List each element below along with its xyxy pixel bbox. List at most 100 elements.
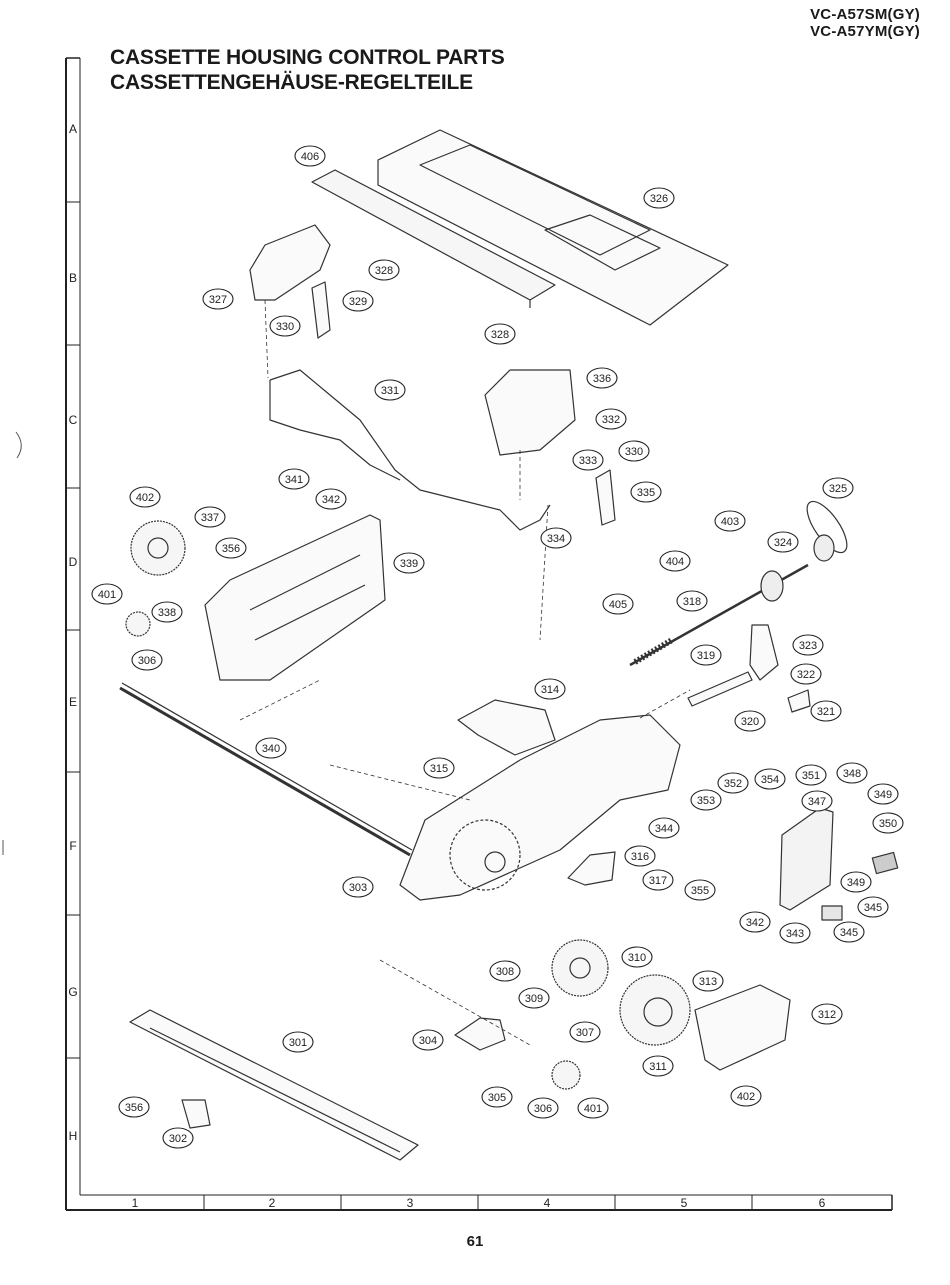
callout-number: 306 <box>138 655 156 667</box>
callout-number: 342 <box>322 494 340 506</box>
model-number-2: VC-A57YM(GY) <box>810 23 920 40</box>
callout-329: 329 <box>342 290 374 312</box>
callout-301: 301 <box>282 1031 314 1053</box>
callout-bubble <box>690 644 722 666</box>
callout-number: 401 <box>584 1103 602 1115</box>
callout-number: 337 <box>201 512 219 524</box>
callout-number: 326 <box>650 193 668 205</box>
callout-bubble <box>624 845 656 867</box>
callout-403: 403 <box>714 510 746 532</box>
callout-352: 352 <box>717 772 749 794</box>
callout-bubble <box>215 537 247 559</box>
callout-bubble <box>255 737 287 759</box>
callout-number: 401 <box>98 589 116 601</box>
part-314-bracket <box>457 699 556 756</box>
callout-310: 310 <box>621 946 653 968</box>
callout-number: 330 <box>625 446 643 458</box>
callout-number: 335 <box>637 487 655 499</box>
callout-bubble <box>810 700 842 722</box>
callout-bubble <box>779 922 811 944</box>
callout-number: 336 <box>593 373 611 385</box>
callout-number: 350 <box>879 818 897 830</box>
part-306-gear-lower <box>551 1060 581 1090</box>
callout-number: 404 <box>666 556 684 568</box>
callout-325: 325 <box>822 477 854 499</box>
callout-342: 342 <box>315 488 347 510</box>
callout-bubble <box>315 488 347 510</box>
callout-bubble <box>734 710 766 732</box>
callout-number: 317 <box>649 875 667 887</box>
callout-333: 333 <box>572 449 604 471</box>
callout-number: 348 <box>843 768 861 780</box>
part-309-gear <box>551 939 609 997</box>
part-339-side-frame <box>204 514 386 681</box>
callout-311: 311 <box>642 1055 674 1077</box>
part-335-lever <box>595 469 616 526</box>
row-label-h: H <box>69 1129 78 1143</box>
callout-350: 350 <box>872 812 904 834</box>
callout-bubble <box>836 762 868 784</box>
callout-347: 347 <box>801 790 833 812</box>
callout-339: 339 <box>393 552 425 574</box>
callout-number: 331 <box>381 385 399 397</box>
callout-number: 328 <box>375 265 393 277</box>
callout-number: 325 <box>829 483 847 495</box>
col-label-1: 1 <box>132 1196 139 1210</box>
callout-355: 355 <box>684 879 716 901</box>
part-324-pulley <box>813 534 835 562</box>
callout-324: 324 <box>767 531 799 553</box>
callout-bubble <box>648 817 680 839</box>
callout-348: 348 <box>836 762 868 784</box>
part-312-plate <box>694 984 791 1071</box>
callout-bubble <box>294 145 326 167</box>
callout-bubble <box>643 187 675 209</box>
callout-bubble <box>692 970 724 992</box>
callout-number: 355 <box>691 885 709 897</box>
callout-328: 328 <box>368 259 400 281</box>
callout-number: 349 <box>874 789 892 801</box>
callout-345: 345 <box>857 896 889 918</box>
callout-bubble <box>602 593 634 615</box>
callout-bubble <box>857 896 889 918</box>
callout-number: 334 <box>547 533 565 545</box>
callout-bubble <box>621 946 653 968</box>
callout-306: 306 <box>527 1097 559 1119</box>
row-label-e: E <box>69 695 77 709</box>
callout-number: 351 <box>802 770 820 782</box>
scan-marks <box>2 431 22 855</box>
callout-number: 310 <box>628 952 646 964</box>
callout-330: 330 <box>618 440 650 462</box>
callout-number: 316 <box>631 851 649 863</box>
callout-number: 319 <box>697 650 715 662</box>
callout-356: 356 <box>215 537 247 559</box>
callout-327: 327 <box>202 288 234 310</box>
callout-351: 351 <box>795 764 827 786</box>
callout-number: 309 <box>525 993 543 1005</box>
callout-bubble <box>659 550 691 572</box>
callout-number: 324 <box>774 537 792 549</box>
callout-number: 306 <box>534 1103 552 1115</box>
callout-number: 343 <box>786 928 804 940</box>
callout-number: 311 <box>649 1061 667 1073</box>
callout-401: 401 <box>91 583 123 605</box>
callout-number: 338 <box>158 607 176 619</box>
callout-number: 318 <box>683 596 701 608</box>
callout-number: 356 <box>222 543 240 555</box>
part-343-pcb <box>779 807 834 911</box>
callout-number: 327 <box>209 294 227 306</box>
callout-bubble <box>618 440 650 462</box>
callout-bubble <box>676 590 708 612</box>
callout-number: 406 <box>301 151 319 163</box>
callout-number: 301 <box>289 1037 307 1049</box>
callout-bubble <box>481 1086 513 1108</box>
callout-number: 329 <box>349 296 367 308</box>
part-327-bracket <box>249 224 331 301</box>
callout-328: 328 <box>484 323 516 345</box>
part-316-bracket <box>567 851 616 886</box>
callout-336: 336 <box>586 367 618 389</box>
callout-bubble <box>527 1097 559 1119</box>
callout-number: 312 <box>818 1009 836 1021</box>
callout-bubble <box>795 764 827 786</box>
callout-bubble <box>91 583 123 605</box>
callout-303: 303 <box>342 876 374 898</box>
